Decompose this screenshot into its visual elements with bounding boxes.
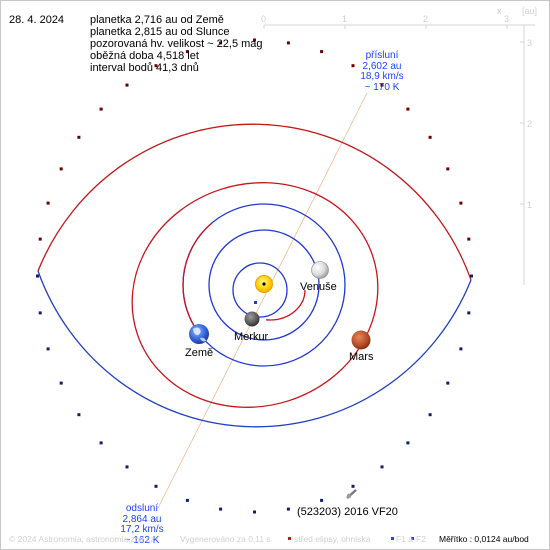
y-tick-label-2: 2	[527, 119, 533, 129]
venus-label: Venuše	[300, 281, 337, 293]
legend-center-marker	[288, 537, 291, 540]
mercury-orbit	[232, 262, 288, 318]
perihelion-temperature: ~ 170 K	[364, 81, 400, 93]
orbit-point-marker	[459, 347, 463, 351]
orbit-point-marker	[185, 498, 189, 502]
orbit-point-marker	[77, 135, 81, 139]
x-scale-axis	[263, 24, 535, 29]
orbit-point-marker	[380, 465, 384, 469]
orbit-point-marker	[320, 50, 324, 54]
orbit-point-marker	[154, 484, 158, 488]
y-scale-axis	[520, 25, 525, 285]
footer-legend-f2: F2	[416, 534, 426, 544]
x-tick-label-2: 2	[423, 14, 429, 24]
line-of-apsides	[157, 92, 368, 509]
orbit-point-marker	[38, 311, 42, 315]
orbit-point-marker	[77, 413, 81, 417]
ellipse-center-marker	[254, 301, 257, 304]
footer-generated: Vygenerováno za 0,11 s	[180, 534, 271, 544]
date-label: 28. 4. 2024	[9, 14, 65, 26]
orbit-point-marker	[467, 311, 471, 315]
orbit-point-marker	[406, 441, 410, 445]
sun-center-marker	[262, 282, 266, 286]
footer-copyright: © 2024 Astronomia, astronomia.zcu.cz	[9, 534, 155, 544]
footer-scale: Měřítko : 0,0124 au/bod	[439, 534, 529, 544]
orbit-point-marker	[320, 498, 324, 502]
perihelion-distance: 2,602 au	[362, 60, 402, 72]
aphelion-speed: 17,2 km/s	[120, 524, 164, 535]
unit-label: [au]	[522, 6, 538, 16]
orbit-point-marker	[219, 41, 223, 45]
orbit-point-marker	[406, 107, 410, 111]
mercury-planet-icon[interactable]	[244, 311, 260, 327]
orbit-point-marker	[99, 441, 103, 445]
orbit-point-marker	[219, 507, 223, 511]
aphelion-temperature: ~ 162 K	[124, 534, 160, 546]
info-line-3: pozorovaná hv. velikost ~ 22,5 mag	[90, 38, 263, 50]
mars-planet-icon[interactable]	[351, 330, 371, 350]
perihelion-title: přísluní	[365, 50, 399, 61]
orbit-point-marker	[286, 41, 290, 45]
earth-planet-icon[interactable]	[189, 324, 209, 344]
info-line-2: planetka 2,815 au od Slunce	[90, 26, 230, 38]
orbit-point-marker	[154, 64, 158, 68]
orbit-point-marker	[351, 484, 355, 488]
asteroid-label: (523203) 2016 VF20	[297, 506, 398, 518]
info-line-4: oběžná doba 4,518 let	[90, 50, 199, 62]
venus-planet-icon[interactable]	[311, 261, 329, 279]
orbit-point-marker	[253, 38, 256, 42]
mars-orbit	[131, 182, 379, 408]
asteroid-orbit-lower	[37, 270, 472, 428]
x-tick-label-1: 1	[342, 14, 348, 24]
orbit-point-marker	[185, 50, 189, 54]
orbit-point-marker	[46, 201, 50, 205]
info-line-5: interval bodů 41,3 dnů	[90, 62, 199, 74]
perihelion-speed: 18,9 km/s	[360, 71, 404, 82]
earth-label: Země	[185, 347, 214, 359]
orbit-point-marker	[428, 413, 432, 417]
orbit-point-marker	[467, 237, 471, 241]
asteroid-marker-icon[interactable]	[346, 489, 357, 499]
y-tick-label-3: 3	[527, 38, 533, 48]
orbit-point-marker	[446, 381, 450, 385]
orbit-point-marker	[59, 381, 63, 385]
x-tick-label-3: 3	[504, 14, 510, 24]
orbit-point-marker	[446, 167, 450, 171]
perihelion-info: přísluní 2,602 au 18,9 km/s ~ 170 K	[352, 50, 412, 93]
x-axis-label: x	[497, 6, 502, 16]
mercury-label: Merkur	[234, 331, 269, 343]
orbit-point-marker	[46, 347, 50, 351]
orbit-point-marker	[36, 274, 39, 278]
mars-label: Mars	[349, 351, 374, 363]
orbit-point-marker	[253, 510, 256, 514]
orbit-point-marker	[125, 465, 129, 469]
orbit-point-marker	[470, 274, 473, 278]
orbit-point-marker	[351, 64, 355, 68]
asteroid-orbit-upper	[37, 123, 472, 281]
orbit-point-marker	[428, 135, 432, 139]
orbit-point-marker	[38, 237, 42, 241]
asteroid-orbit-points	[36, 38, 473, 514]
orbit-point-marker	[59, 167, 63, 171]
venus-orbit	[208, 229, 320, 341]
y-tick-label-1: 1	[527, 200, 533, 210]
footer-legend-center: střed elipsy, ohniska	[294, 534, 371, 544]
orbit-point-marker	[286, 507, 290, 511]
orbit-point-marker	[459, 201, 463, 205]
aphelion-title: odsluní	[125, 503, 159, 514]
mercury-perihelion-arc	[234, 259, 306, 321]
footer-legend-f: F1 a	[396, 534, 414, 544]
aphelion-info: odsluní 2,864 au 17,2 km/s ~ 162 K	[112, 503, 172, 546]
orbit-point-marker	[125, 83, 129, 87]
orbit-point-marker	[99, 107, 103, 111]
legend-focus-marker	[391, 537, 394, 540]
venus-red-arc	[182, 203, 346, 367]
legend-focus2-marker	[411, 537, 414, 540]
orbit-point-marker	[380, 83, 384, 87]
info-line-1: planetka 2,716 au od Země	[90, 14, 224, 26]
aphelion-distance: 2,864 au	[122, 513, 162, 525]
x-tick-label-0: 0	[261, 14, 267, 24]
